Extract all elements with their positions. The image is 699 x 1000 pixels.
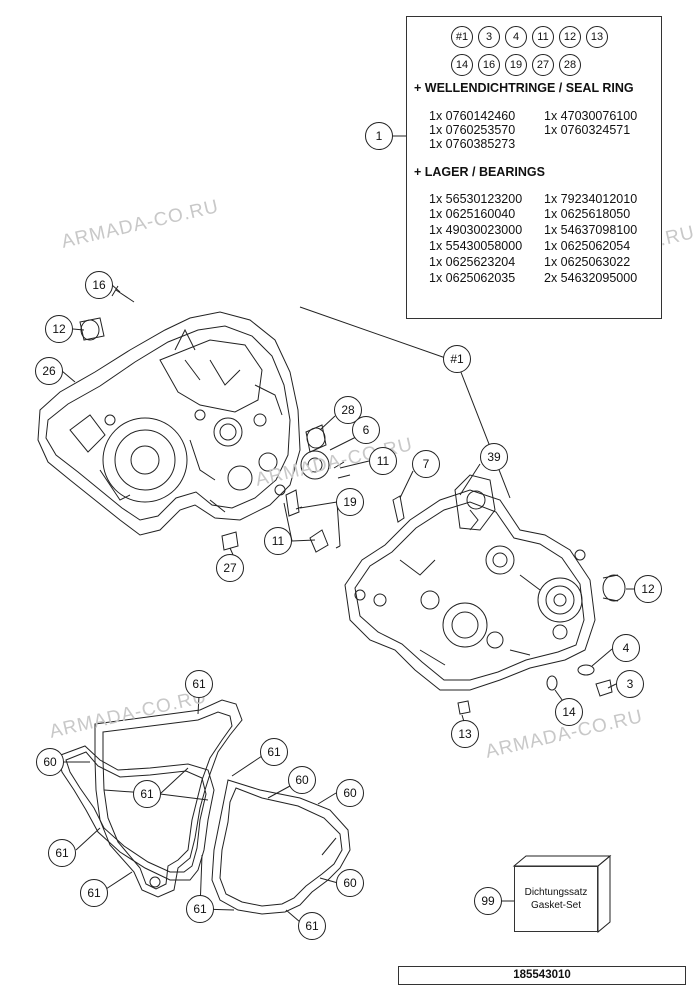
parts-info-box: #1 3 4 11 12 13 14 16 19 27 28 + WELLEND… xyxy=(406,16,662,319)
bearing-part-number: 1x 56530123200 xyxy=(429,192,523,206)
leader-lines xyxy=(61,135,634,923)
gasket-set-line2: Gasket-Set xyxy=(530,900,582,911)
bearing-part-number: 1x 79234012010 xyxy=(544,192,638,206)
callout-group-1: #1 xyxy=(443,345,471,373)
seal-ring-heading: + WELLENDICHTRINGE / SEAL RING xyxy=(414,81,634,95)
chip-14: 14 xyxy=(451,54,473,76)
callout-12-right: 12 xyxy=(634,575,662,603)
callout-16: 16 xyxy=(85,271,113,299)
chip-12: 12 xyxy=(559,26,581,48)
chip-11: 11 xyxy=(532,26,554,48)
bearing-part-number: 1x 0625160040 xyxy=(429,207,516,221)
callout-61-f: 61 xyxy=(186,895,214,923)
callout-61-e: 61 xyxy=(80,879,108,907)
drawing-number: 185543010 xyxy=(398,966,686,985)
callout-60-c: 60 xyxy=(336,779,364,807)
callout-26: 26 xyxy=(35,357,63,385)
seal-part-number: 1x 47030076100 xyxy=(544,109,638,123)
callout-60-a: 60 xyxy=(36,748,64,776)
seal-part-number: 1x 0760142460 xyxy=(429,109,516,123)
callout-6: 6 xyxy=(352,416,380,444)
callout-61-c: 61 xyxy=(133,780,161,808)
bearing-part-number: 1x 0625062035 xyxy=(429,271,516,285)
chip-13: 13 xyxy=(586,26,608,48)
gasket-outlines xyxy=(57,699,351,915)
chip-4: 4 xyxy=(505,26,527,48)
right-crankcase-drawing xyxy=(344,474,596,691)
chip-16: 16 xyxy=(478,54,500,76)
bearing-part-number: 1x 54637098100 xyxy=(544,223,638,237)
chip-group-1: #1 xyxy=(451,26,473,48)
callout-61-d: 61 xyxy=(48,839,76,867)
callout-13: 13 xyxy=(451,720,479,748)
callout-3: 3 xyxy=(616,670,644,698)
callout-60-d: 60 xyxy=(336,869,364,897)
bearing-part-number: 1x 0625063022 xyxy=(544,255,631,269)
chip-3: 3 xyxy=(478,26,500,48)
callout-12-left: 12 xyxy=(45,315,73,343)
bearing-part-number: 2x 54632095000 xyxy=(544,271,638,285)
seal-part-number: 1x 0760324571 xyxy=(544,123,631,137)
callout-11-bottom: 11 xyxy=(264,527,292,555)
callout-61-a: 61 xyxy=(185,670,213,698)
bearing-part-number: 1x 49030023000 xyxy=(429,223,523,237)
seal-part-number: 1x 0760253570 xyxy=(429,123,516,137)
callout-61-g: 61 xyxy=(298,912,326,940)
callout-19: 19 xyxy=(336,488,364,516)
left-crankcase-drawing xyxy=(37,311,301,536)
chip-27: 27 xyxy=(532,54,554,76)
bearing-part-number: 1x 55430058000 xyxy=(429,239,523,253)
callout-14: 14 xyxy=(555,698,583,726)
seal-part-number: 1x 0760385273 xyxy=(429,137,516,151)
bearing-part-number: 1x 0625062054 xyxy=(544,239,631,253)
callout-39: 39 xyxy=(480,443,508,471)
callout-27: 27 xyxy=(216,554,244,582)
chip-19: 19 xyxy=(505,54,527,76)
bearing-part-number: 1x 0625618050 xyxy=(544,207,631,221)
gasket-set-box: Dichtungssatz Gasket-Set xyxy=(514,866,598,932)
callout-4: 4 xyxy=(612,634,640,662)
bearings-heading: + LAGER / BEARINGS xyxy=(414,165,545,179)
callout-1: 1 xyxy=(365,122,393,150)
callout-61-b: 61 xyxy=(260,738,288,766)
bearing-part-number: 1x 0625623204 xyxy=(429,255,516,269)
callout-60-b: 60 xyxy=(288,766,316,794)
chip-28: 28 xyxy=(559,54,581,76)
callout-99: 99 xyxy=(474,887,502,915)
callout-7: 7 xyxy=(412,450,440,478)
gasket-set-line1: Dichtungssatz xyxy=(524,887,588,898)
callout-11-top: 11 xyxy=(369,447,397,475)
